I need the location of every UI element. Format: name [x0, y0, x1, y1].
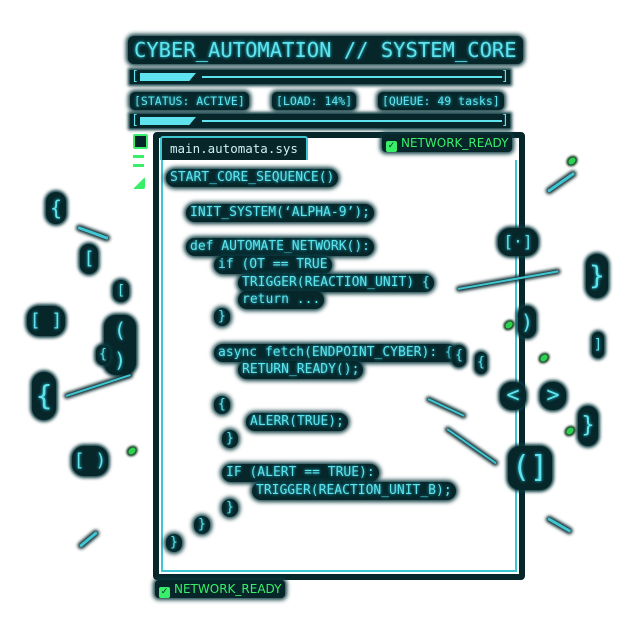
code-line[interactable]: RETURN_READY(); — [238, 361, 364, 379]
code-line[interactable]: TRIGGER(REACTION_UNIT_B); — [252, 482, 456, 500]
code-line[interactable]: } — [222, 499, 238, 517]
streak-line — [65, 374, 131, 397]
bracket-symbol: [ — [113, 280, 129, 302]
code-line[interactable]: } — [194, 516, 210, 534]
check-icon: ✓ — [386, 141, 397, 152]
streak-line — [547, 517, 572, 533]
code-line[interactable]: TRIGGER(REACTION_UNIT) { — [238, 274, 434, 292]
code-line[interactable]: } — [222, 430, 238, 448]
code-line[interactable]: async fetch(ENDPOINT_CYBER): { — [214, 344, 457, 362]
menu-icon[interactable] — [133, 164, 144, 167]
progress-bar-bottom: [ ] — [130, 113, 510, 128]
side-toolbar — [133, 134, 149, 195]
green-dot — [127, 446, 137, 456]
code-line[interactable]: return ... — [238, 291, 325, 309]
greater-than-symbol: > — [540, 382, 566, 410]
load-indicator: [LOAD: 14%] — [272, 92, 357, 110]
menu-icon[interactable] — [133, 155, 144, 158]
triangle-icon[interactable] — [133, 177, 145, 189]
network-ready-badge-bottom: ✓NETWORK_READY — [155, 580, 286, 598]
checkbox-icon[interactable] — [133, 134, 148, 149]
status-indicator: [STATUS: ACTIVE] — [130, 92, 249, 110]
code-line[interactable]: } — [166, 534, 182, 552]
brace-symbol: { — [32, 372, 56, 420]
brace-symbol: { — [96, 345, 110, 365]
paren-symbol: ) — [518, 306, 536, 338]
bracket-symbol: [ — [80, 244, 98, 274]
queue-indicator: [QUEUE: 49 tasks] — [378, 92, 504, 110]
progress-fill — [140, 73, 196, 81]
code-line[interactable]: START_CORE_SEQUENCE() — [166, 169, 339, 187]
parens-symbol: ( ) — [104, 315, 136, 375]
green-dot — [567, 156, 577, 166]
network-ready-badge-top: ✓NETWORK_READY — [382, 134, 513, 152]
code-line[interactable]: ALERR(TRUE); — [246, 413, 348, 431]
brackets-symbol: [·] — [498, 228, 538, 256]
code-line[interactable]: } — [214, 308, 230, 326]
code-line[interactable]: IF (ALERT == TRUE): — [222, 464, 379, 482]
streak-line — [77, 226, 109, 240]
brace-symbol: { — [475, 352, 487, 374]
brace-symbol: { — [46, 192, 66, 224]
streak-line — [547, 171, 576, 193]
progress-bar-top: [ ] — [130, 69, 510, 84]
brace-symbol: } — [586, 254, 608, 298]
brackets-symbol: [ ] — [27, 306, 65, 336]
paren-bracket-symbol: (] — [508, 446, 552, 490]
code-line[interactable]: { — [214, 396, 230, 414]
code-line[interactable]: def AUTOMATE_NETWORK(): — [186, 238, 375, 256]
bracket-paren-symbol: [ ) — [72, 446, 108, 476]
brace-symbol: { — [452, 345, 466, 367]
check-icon: ✓ — [159, 587, 170, 598]
streak-line — [79, 531, 98, 548]
brace-symbol: } — [578, 406, 598, 446]
bracket-symbol: ] — [592, 332, 604, 358]
code-line[interactable]: if (OT == TRUE — [214, 256, 332, 274]
code-line[interactable]: INIT_SYSTEM(‘ALPHA-9’); — [186, 204, 375, 222]
tab-main-automata[interactable]: main.automata.sys — [160, 136, 308, 160]
green-dot — [539, 353, 549, 363]
code-editor-panel — [153, 132, 525, 580]
green-dot — [565, 426, 575, 436]
less-than-symbol: < — [500, 382, 526, 410]
app-title: CYBER_AUTOMATION // SYSTEM_CORE — [128, 36, 523, 64]
